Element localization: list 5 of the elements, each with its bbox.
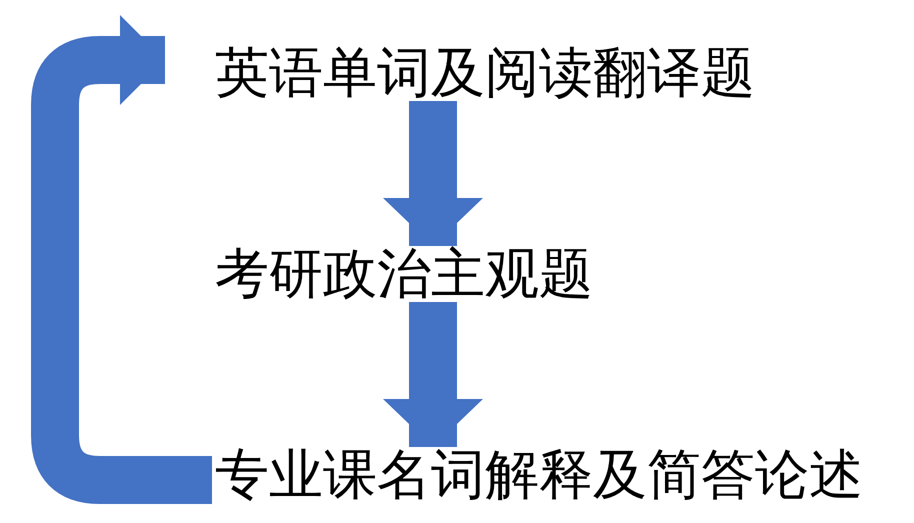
step-label: 英语单词及阅读翻译题 [215, 41, 755, 104]
step-label: 专业课名词解释及简答论述 [215, 443, 863, 506]
block-arrow [383, 302, 483, 447]
block-arrow [383, 101, 483, 246]
step-label: 考研政治主观题 [215, 242, 593, 305]
